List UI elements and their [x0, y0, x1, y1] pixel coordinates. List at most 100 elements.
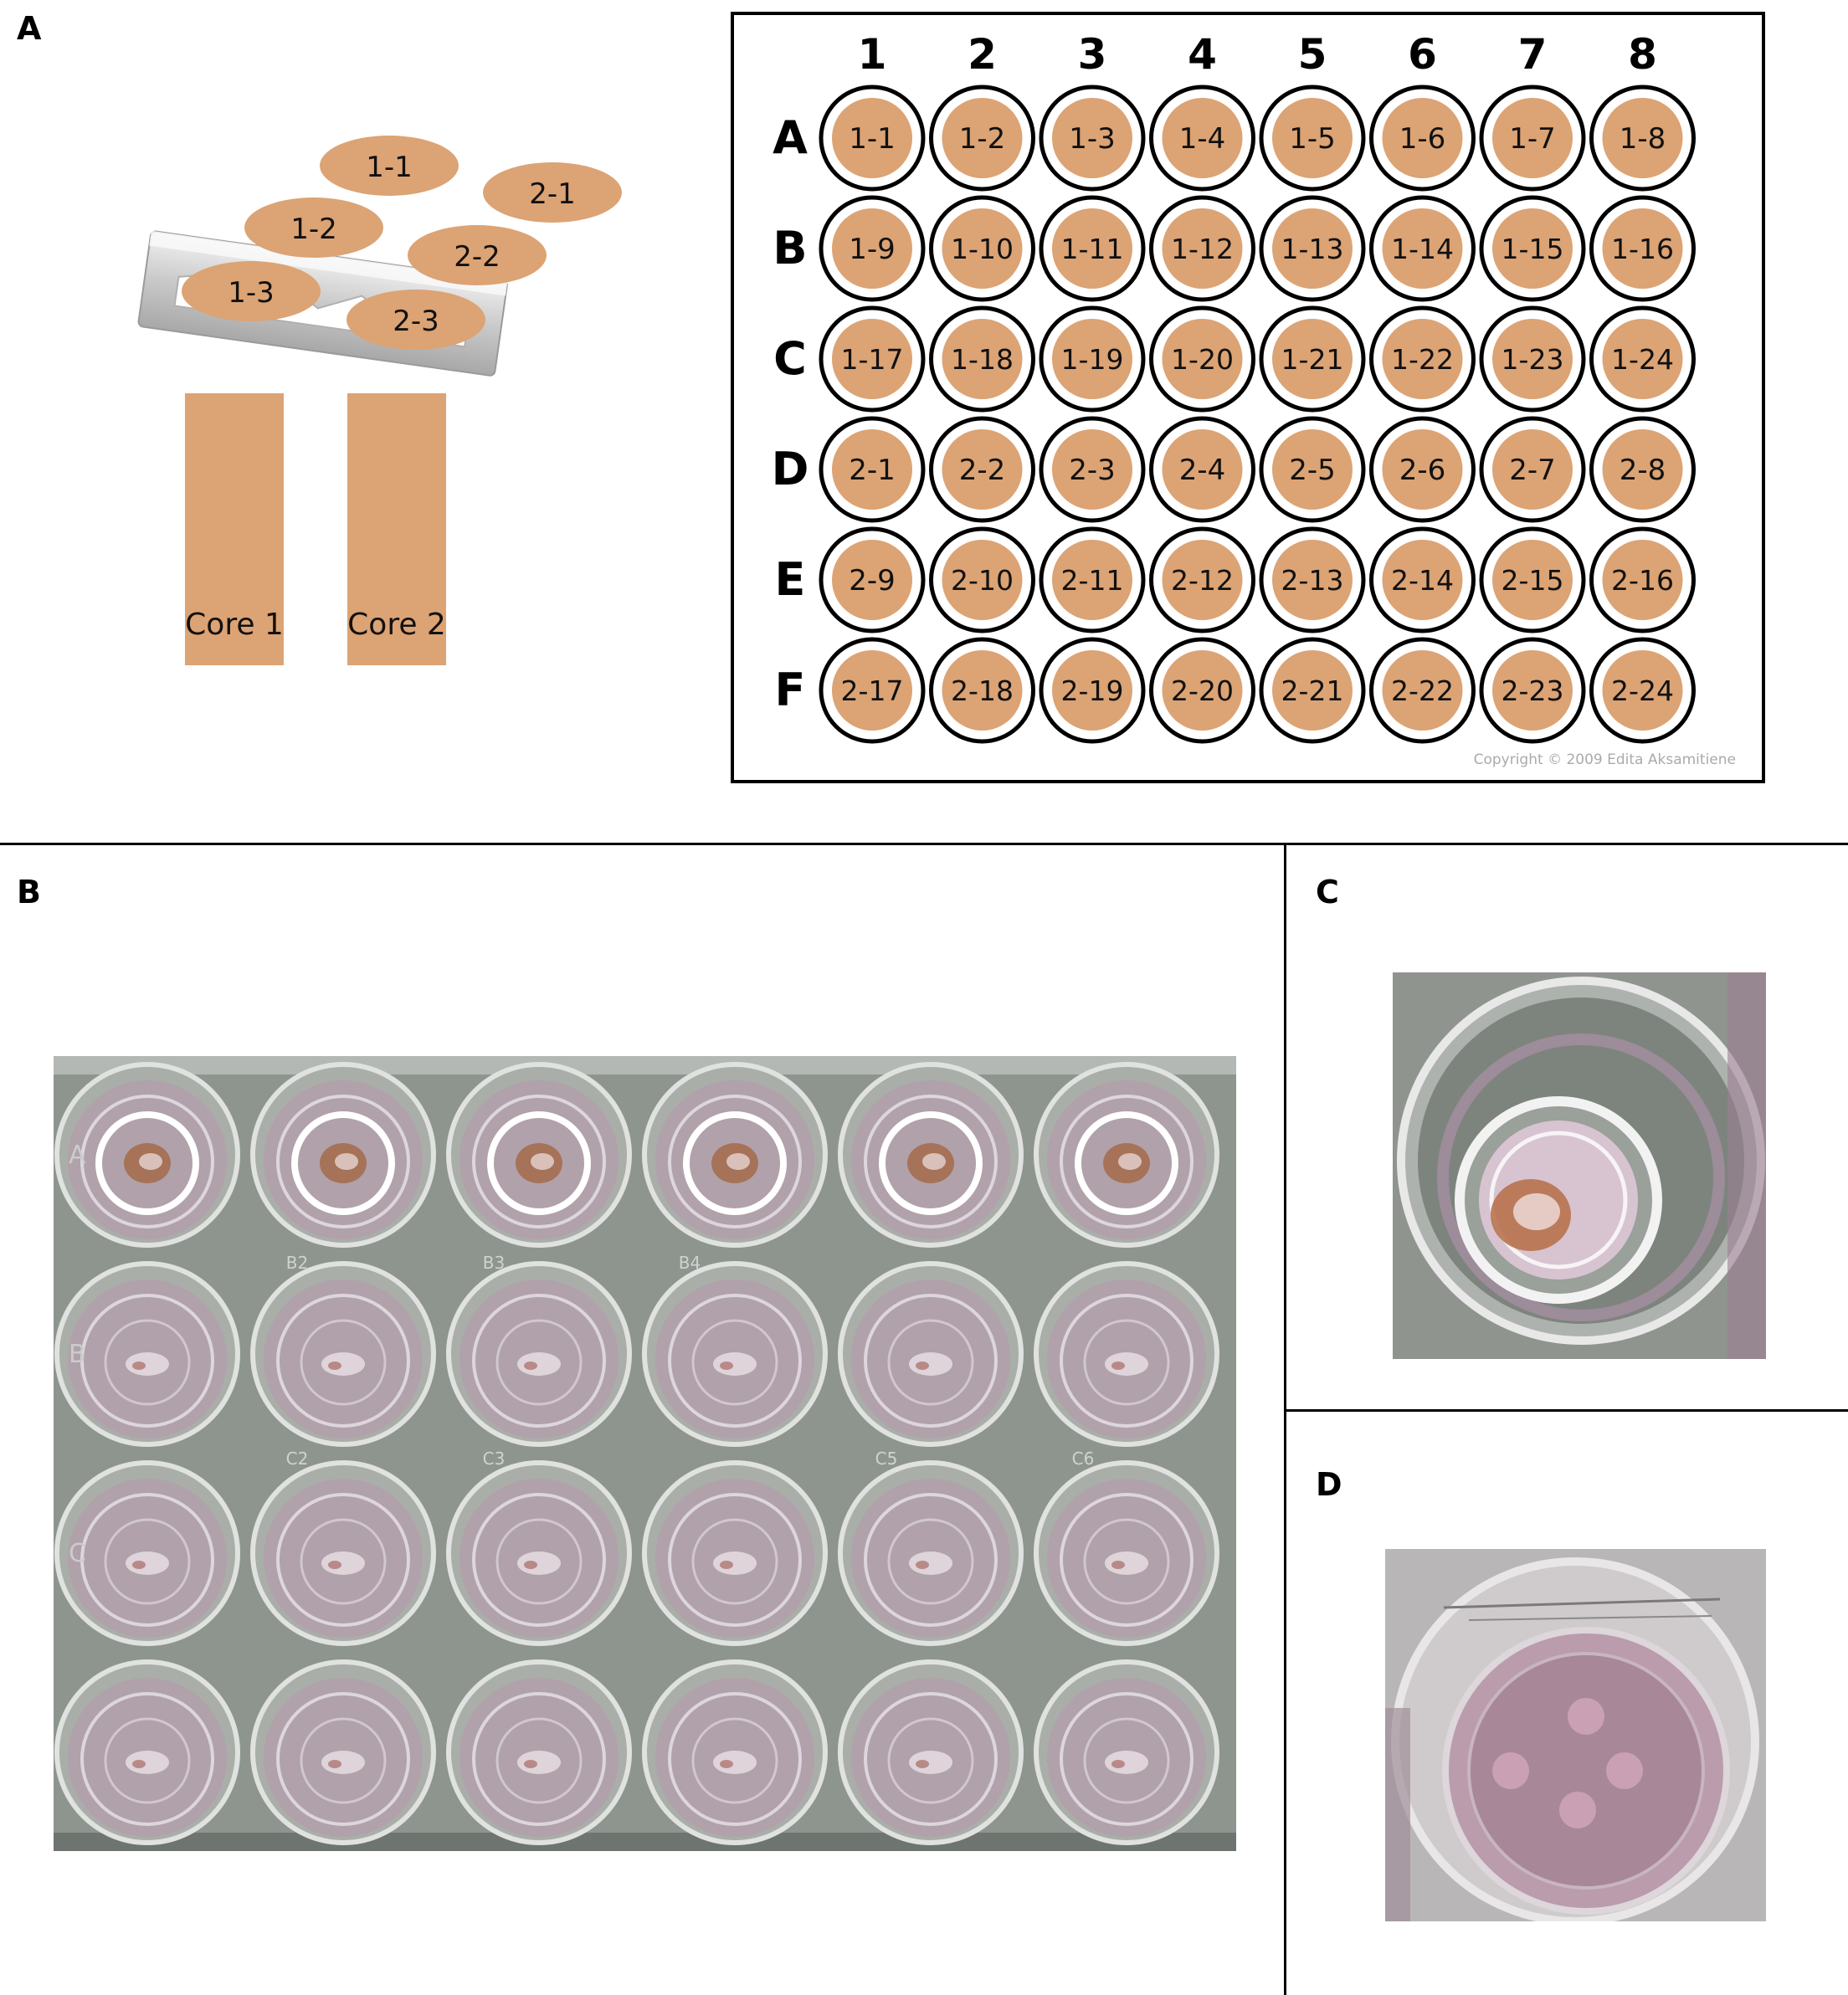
slice-2-1-label: 2-1: [529, 177, 576, 211]
plate-well-label: 2-18: [951, 674, 1014, 707]
panel-label-b: B: [17, 874, 41, 910]
slice-1-3: [182, 261, 321, 321]
plate-well: 2-22: [1369, 637, 1476, 744]
slice-2-2: [408, 225, 547, 285]
horizontal-divider: [0, 843, 1848, 845]
photo-well: [54, 1460, 240, 1646]
plate-well: 1-13: [1259, 195, 1366, 302]
plate-well: 1-2: [929, 85, 1035, 192]
plate-well-label: 1-9: [849, 233, 896, 266]
plate-well-label: 2-16: [1611, 564, 1674, 597]
photo-well: [446, 1062, 632, 1248]
plate-well-label: 1-11: [1061, 233, 1124, 265]
plate-well-label: 2-8: [1620, 454, 1666, 487]
plate-column-label: 3: [1078, 30, 1107, 79]
plate-well: 2-16: [1589, 526, 1696, 633]
photo-well: [642, 1261, 828, 1447]
plate-row-label: A: [773, 111, 808, 164]
plate-well-label: 1-5: [1289, 122, 1336, 156]
plate-well: 2-1: [819, 416, 926, 523]
core-2-label: Core 2: [347, 608, 446, 642]
plate-well-label: 2-10: [951, 564, 1014, 597]
plate-well-label: 2-23: [1502, 674, 1564, 707]
slice-1-1: [320, 136, 459, 196]
plate-well: 1-8: [1589, 85, 1696, 192]
plate-well-label: 1-14: [1391, 233, 1454, 265]
plate-well-label: 1-18: [951, 343, 1014, 376]
photo-well: [54, 1659, 240, 1845]
plate-well: 1-14: [1369, 195, 1476, 302]
plate-well: 2-9: [819, 526, 926, 633]
plate-well: 2-10: [929, 526, 1035, 633]
plate-well: 1-24: [1589, 305, 1696, 413]
tissue-slice-top: [1568, 1698, 1604, 1735]
plate-well-label: 1-6: [1399, 122, 1446, 156]
panel-label-c: C: [1316, 874, 1339, 910]
plate-well-label: 2-7: [1509, 454, 1556, 487]
photo-well: [250, 1460, 436, 1646]
slice-1-3-label: 1-3: [228, 276, 275, 310]
plate-well-label: 1-4: [1179, 122, 1226, 156]
photo-well: [250, 1659, 436, 1845]
plate-well: 1-22: [1369, 305, 1476, 413]
plate-well: 1-16: [1589, 195, 1696, 302]
plate-well-label: 1-19: [1061, 343, 1124, 376]
photo-row-mark: A: [69, 1141, 86, 1170]
plate-well: 1-5: [1259, 85, 1366, 192]
plate-row-label: C: [773, 332, 807, 385]
plate-well: 1-20: [1149, 305, 1255, 413]
plate-well-label: 1-21: [1281, 343, 1344, 376]
plate-well: 1-4: [1149, 85, 1255, 192]
plate-well-label: 2-13: [1281, 564, 1344, 597]
photo-well-mark: B3: [483, 1253, 505, 1273]
plate-well-label: 1-1: [849, 122, 896, 156]
plate-well: 2-7: [1479, 416, 1586, 523]
plate-well-label: 2-17: [841, 674, 904, 707]
plate-well: 2-20: [1149, 637, 1255, 744]
plate-column-label: 7: [1518, 30, 1548, 79]
plate-well: 1-11: [1039, 195, 1146, 302]
photo-well: [838, 1659, 1024, 1845]
plate-well: 1-19: [1039, 305, 1146, 413]
photo-row-mark: C: [69, 1539, 86, 1568]
photo-well: [446, 1460, 632, 1646]
plate-row-label: D: [772, 443, 809, 495]
plate-well-label: 2-24: [1611, 674, 1674, 707]
photo-well: [1034, 1062, 1219, 1248]
plate-well: 2-19: [1039, 637, 1146, 744]
plate-well-label: 2-6: [1399, 454, 1446, 487]
plate-column-label: 5: [1298, 30, 1327, 79]
plate-well: 1-6: [1369, 85, 1476, 192]
plate-well-label: 1-16: [1611, 233, 1674, 265]
photo-well: [446, 1261, 632, 1447]
panel-c-photo: [1393, 972, 1766, 1359]
core-1-bar: [185, 393, 284, 665]
photo-well: [838, 1062, 1024, 1248]
photo-well-mark: B4: [679, 1253, 701, 1273]
plate-well-label: 1-12: [1171, 233, 1234, 265]
plate-well: 1-7: [1479, 85, 1586, 192]
plate-well-label: 1-17: [841, 343, 904, 376]
plate-well: 2-15: [1479, 526, 1586, 633]
photo-well: [838, 1261, 1024, 1447]
photo-well-mark: C5: [875, 1449, 898, 1469]
plate-well: 1-18: [929, 305, 1035, 413]
plate-well-label: 2-19: [1061, 674, 1124, 707]
plate-well-label: 1-8: [1620, 122, 1666, 156]
plate-well-label: 1-22: [1391, 343, 1454, 376]
plate-well-label: 1-7: [1509, 122, 1556, 156]
plate-well: 2-24: [1589, 637, 1696, 744]
slice-1-2: [244, 197, 383, 258]
plate-well: 1-15: [1479, 195, 1586, 302]
plate-column-label: 1: [858, 30, 887, 79]
plate-well-label: 2-15: [1502, 564, 1564, 597]
core-2-bar: [347, 393, 446, 665]
photo-well: [446, 1659, 632, 1845]
photo-wells: [54, 1062, 1219, 1845]
plate-well: 2-8: [1589, 416, 1696, 523]
plate-well: 2-14: [1369, 526, 1476, 633]
